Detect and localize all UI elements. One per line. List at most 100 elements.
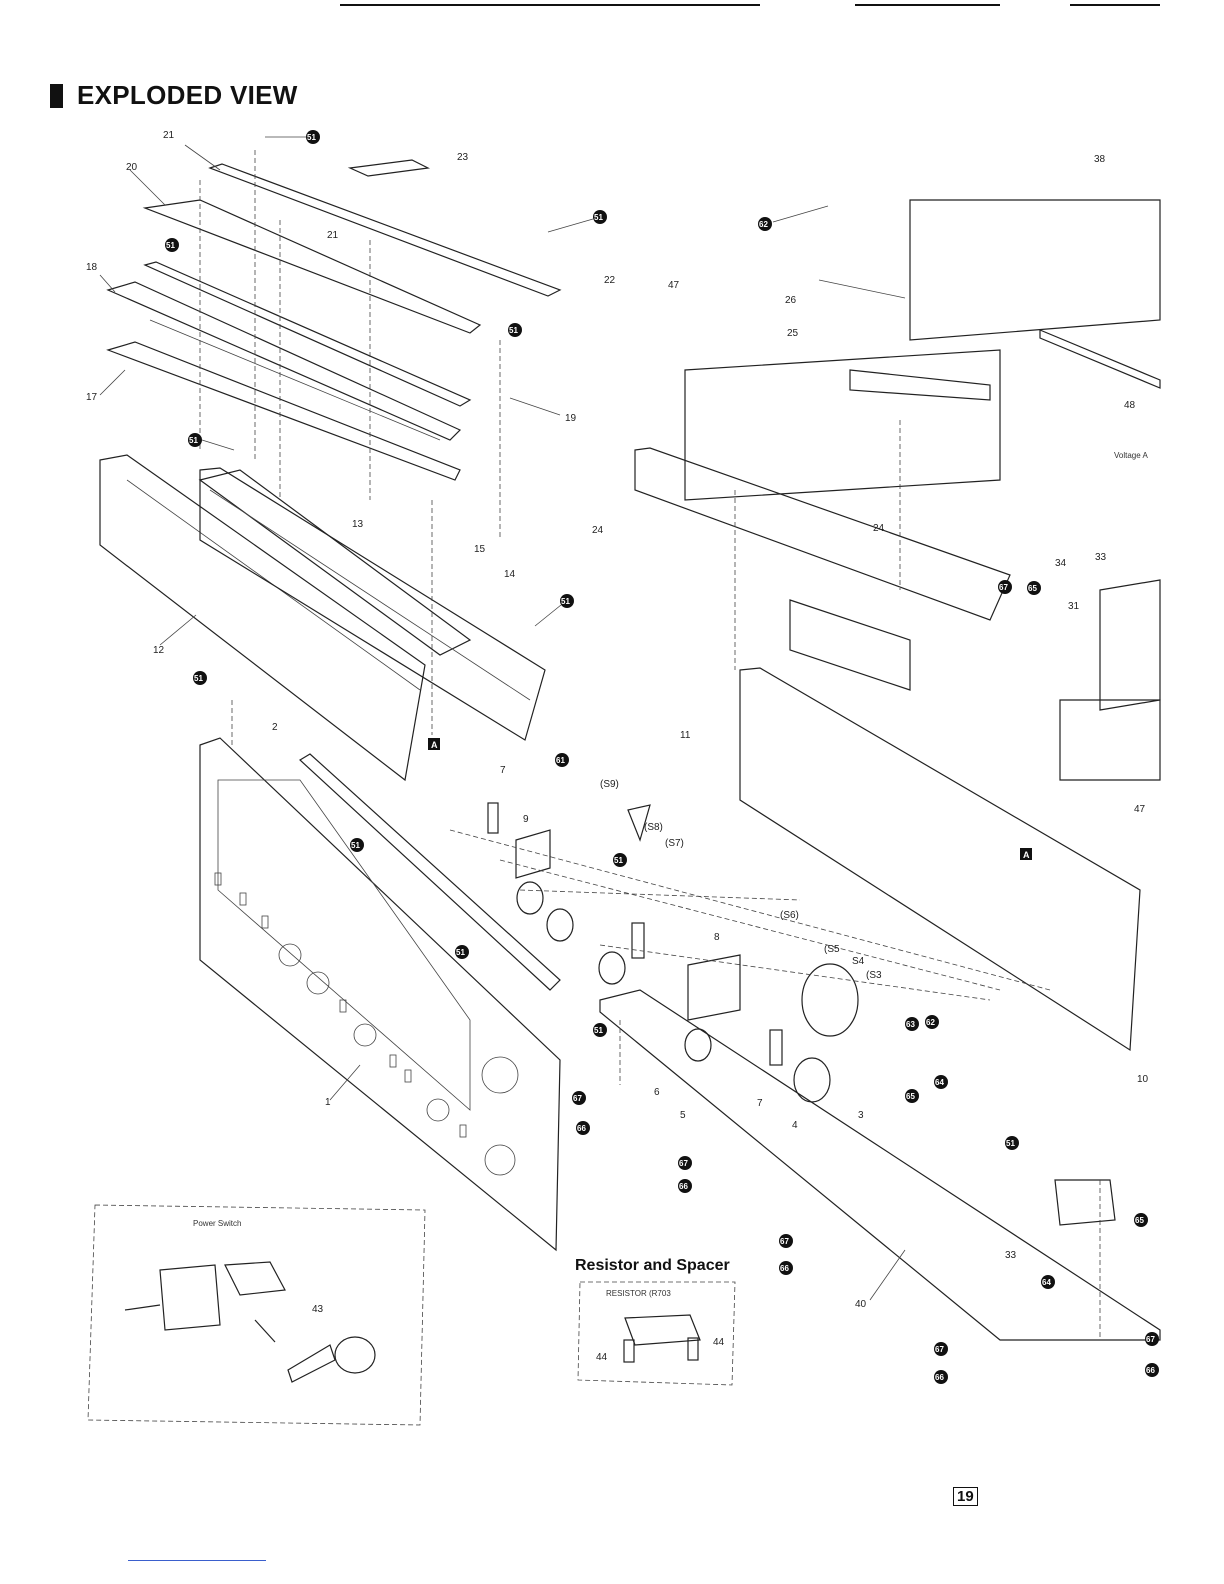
callout-number: 3 bbox=[858, 1110, 864, 1121]
callout-number: 10 bbox=[1137, 1074, 1149, 1085]
ref-circle-label: 66 bbox=[780, 1264, 789, 1273]
ref-circle-label: 66 bbox=[577, 1124, 586, 1133]
voltage-label: Voltage A bbox=[1114, 451, 1148, 460]
switch-label: (S5 bbox=[824, 944, 840, 955]
callout-number: 33 bbox=[1005, 1250, 1017, 1261]
top-rule bbox=[855, 4, 1000, 6]
reference-letter: A bbox=[431, 740, 438, 750]
callout-number: 8 bbox=[714, 932, 720, 943]
callout-number: 4 bbox=[792, 1120, 798, 1131]
spacer-left-label: 44 bbox=[596, 1352, 608, 1363]
ref-circle-label: 66 bbox=[1146, 1366, 1155, 1375]
top-rule bbox=[1070, 4, 1160, 6]
power-switch-part-number: 43 bbox=[312, 1304, 324, 1315]
callout-number: 19 bbox=[565, 413, 577, 424]
reference-letter: A bbox=[1023, 850, 1030, 860]
page-number: 19 bbox=[953, 1487, 978, 1506]
callout-number: 38 bbox=[1094, 154, 1106, 165]
ref-circle-label: 65 bbox=[1028, 584, 1037, 593]
callout-number: 11 bbox=[680, 730, 691, 741]
ref-circle-label: 51 bbox=[509, 326, 518, 335]
top-trim-strips bbox=[142, 159, 562, 407]
ref-circle-label: 66 bbox=[935, 1373, 944, 1382]
callout-number: 7 bbox=[500, 765, 506, 776]
ref-circle-label: 67 bbox=[780, 1237, 789, 1246]
switch-plates bbox=[487, 802, 783, 1066]
title-bullet bbox=[50, 83, 63, 108]
ref-circle-label: 67 bbox=[999, 583, 1008, 592]
ref-circle-label: 51 bbox=[614, 856, 623, 865]
callout-number: 6 bbox=[654, 1087, 660, 1098]
front-bracket bbox=[299, 753, 561, 991]
callout-number: 1 bbox=[325, 1097, 331, 1108]
ref-circle-label: 64 bbox=[935, 1078, 944, 1087]
power-switch-inset: Power Switch 43 bbox=[87, 1204, 426, 1426]
switch-label: S4 bbox=[852, 956, 865, 967]
spacer-right-label: 44 bbox=[713, 1337, 725, 1348]
bottom-chassis-plate bbox=[599, 989, 1161, 1341]
switch-label: (S6) bbox=[780, 910, 799, 921]
ref-circle-label: 51 bbox=[307, 133, 316, 142]
callout-number: 47 bbox=[1134, 804, 1146, 815]
resistor-label: RESISTOR (R703 bbox=[606, 1289, 671, 1298]
ref-circle-label: 62 bbox=[926, 1018, 935, 1027]
front-panel bbox=[199, 737, 561, 1252]
callout-number: 24 bbox=[873, 523, 885, 534]
part-callouts: 1 2 3 4 5 6 7 7 8 9 11 12 13 14 15 17 18… bbox=[86, 130, 1149, 1310]
power-switch-label: Power Switch bbox=[193, 1219, 241, 1228]
ref-circle-label: 63 bbox=[906, 1020, 915, 1029]
callout-number: 21 bbox=[327, 230, 339, 241]
callout-number: 13 bbox=[352, 519, 364, 530]
ref-circle-label: 67 bbox=[573, 1094, 582, 1103]
ref-circle-label: 67 bbox=[935, 1345, 944, 1354]
callout-number: 21 bbox=[163, 130, 175, 141]
switch-label: (S3 bbox=[866, 970, 882, 981]
callout-number: 5 bbox=[680, 1110, 686, 1121]
screw-reference-circles: 51 51 51 51 51 51 51 51 51 51 51 51 62 6… bbox=[165, 130, 1159, 1384]
callout-number: 23 bbox=[457, 152, 469, 163]
callout-number: 14 bbox=[504, 569, 516, 580]
ref-circle-label: 65 bbox=[906, 1092, 915, 1101]
dial-glass bbox=[99, 454, 426, 782]
ref-circle-label: 62 bbox=[759, 220, 768, 229]
front-sub-panels bbox=[106, 281, 472, 656]
knobs bbox=[516, 881, 859, 1103]
reference-letter-boxes: A A bbox=[428, 738, 1032, 860]
ref-circle-label: 51 bbox=[351, 841, 360, 850]
callout-number: 47 bbox=[668, 280, 680, 291]
ref-circle-label: 51 bbox=[194, 674, 203, 683]
callout-number: 24 bbox=[592, 525, 604, 536]
callout-number: 25 bbox=[787, 328, 799, 339]
callout-number: 15 bbox=[474, 544, 486, 555]
callout-number: 7 bbox=[757, 1098, 763, 1109]
resistor-inset-title: Resistor and Spacer bbox=[575, 1257, 730, 1274]
callout-number: 33 bbox=[1095, 552, 1107, 563]
ref-circle-label: 51 bbox=[1006, 1139, 1015, 1148]
ref-circle-label: 66 bbox=[679, 1182, 688, 1191]
assembly-guides bbox=[199, 150, 1101, 1340]
callout-number: 17 bbox=[86, 392, 98, 403]
callout-number: 31 bbox=[1068, 601, 1080, 612]
callout-number: 26 bbox=[785, 295, 797, 306]
ref-circle-label: 51 bbox=[594, 213, 603, 222]
ref-circle-label: 51 bbox=[166, 241, 175, 250]
ref-circle-label: 51 bbox=[456, 948, 465, 957]
ref-circle-label: 67 bbox=[1146, 1335, 1155, 1344]
switch-label: (S8) bbox=[644, 822, 663, 833]
leader-lines bbox=[99, 136, 906, 1301]
callout-number: 12 bbox=[153, 645, 165, 656]
callout-number: 22 bbox=[604, 275, 616, 286]
switch-label: (S7) bbox=[665, 838, 684, 849]
main-chassis bbox=[627, 199, 1161, 1226]
page-title: EXPLODED VIEW bbox=[50, 80, 298, 111]
callout-number: 48 bbox=[1124, 400, 1136, 411]
resistor-spacer-inset: RESISTOR (R703 44 44 bbox=[577, 1281, 736, 1386]
switch-designators: (S9) (S8) (S7) (S6) (S5 S4 (S3 Voltage A bbox=[600, 451, 1148, 981]
ref-circle-label: 67 bbox=[679, 1159, 688, 1168]
dial-scale bbox=[199, 467, 546, 741]
ref-circle-label: 64 bbox=[1042, 1278, 1051, 1287]
switch-label: (S9) bbox=[600, 779, 619, 790]
callout-number: 2 bbox=[272, 722, 278, 733]
